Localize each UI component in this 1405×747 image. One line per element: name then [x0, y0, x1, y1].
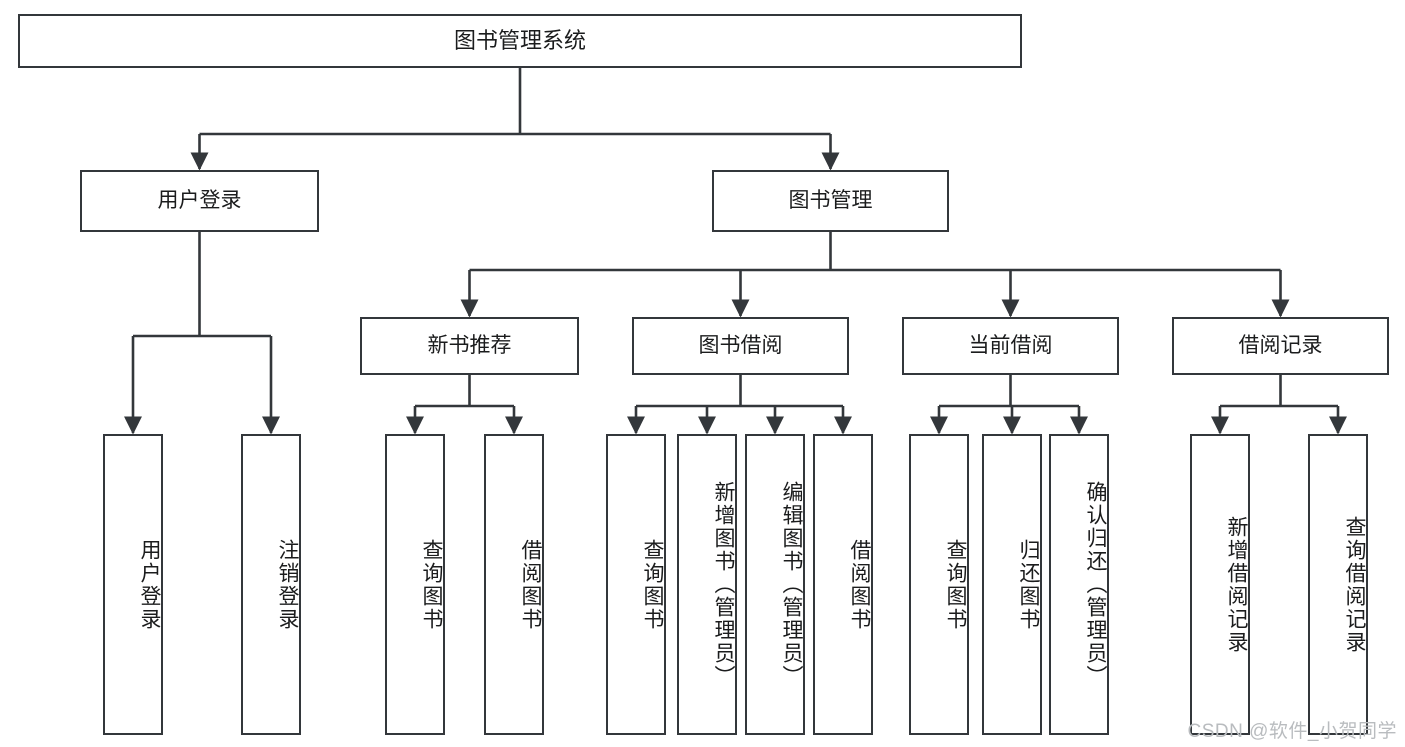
node-label: 借阅图书 [519, 538, 542, 631]
node-label: 借阅图书 [848, 538, 871, 631]
node-label: 用户登录 [157, 188, 242, 212]
node-current-borrow[interactable]: 当前借阅 [902, 317, 1119, 375]
node-label: 图书管理 [788, 188, 873, 212]
node-leaf-query-borrow-record[interactable]: 查询借阅记录 [1308, 434, 1368, 735]
node-leaf-return-book[interactable]: 归还图书 [982, 434, 1042, 735]
node-book-manage[interactable]: 图书管理 [712, 170, 949, 232]
node-new-book-recommend[interactable]: 新书推荐 [360, 317, 579, 375]
node-borrow-record[interactable]: 借阅记录 [1172, 317, 1389, 375]
node-user-login[interactable]: 用户登录 [80, 170, 319, 232]
node-leaf-confirm-return[interactable]: 确认归还（管理员） [1049, 434, 1109, 735]
node-leaf-query-book-2[interactable]: 查询图书 [606, 434, 666, 735]
node-label: 查询图书 [944, 538, 967, 631]
node-label: 查询图书 [641, 538, 664, 631]
node-leaf-add-borrow-record[interactable]: 新增借阅记录 [1190, 434, 1250, 735]
watermark-label: CSDN @软件_小贺同学 [1187, 721, 1397, 742]
node-label: 注销登录 [276, 538, 299, 631]
node-book-borrow[interactable]: 图书借阅 [632, 317, 849, 375]
node-leaf-query-book-1[interactable]: 查询图书 [385, 434, 445, 735]
node-leaf-logout-login[interactable]: 注销登录 [241, 434, 301, 735]
node-label: 查询图书 [420, 538, 443, 631]
node-label: 借阅记录 [1238, 333, 1323, 357]
node-label: 图书借阅 [698, 333, 783, 357]
node-label: 新书推荐 [427, 333, 512, 357]
node-label: 编辑图书（管理员） [780, 481, 803, 688]
node-root[interactable]: 图书管理系统 [18, 14, 1022, 68]
node-leaf-edit-book-admin[interactable]: 编辑图书（管理员） [745, 434, 805, 735]
node-leaf-user-login[interactable]: 用户登录 [103, 434, 163, 735]
node-leaf-query-book-3[interactable]: 查询图书 [909, 434, 969, 735]
node-label: 查询借阅记录 [1343, 515, 1366, 654]
node-label: 用户登录 [138, 538, 161, 631]
node-label: 确认归还（管理员） [1084, 481, 1107, 688]
node-label: 当前借阅 [968, 333, 1053, 357]
node-leaf-add-book-admin[interactable]: 新增图书（管理员） [677, 434, 737, 735]
node-leaf-borrow-book-1[interactable]: 借阅图书 [484, 434, 544, 735]
node-label: 归还图书 [1017, 538, 1040, 631]
node-leaf-borrow-book-2[interactable]: 借阅图书 [813, 434, 873, 735]
node-label: 新增图书（管理员） [712, 481, 735, 688]
node-label: 图书管理系统 [453, 28, 586, 54]
node-label: 新增借阅记录 [1225, 515, 1248, 654]
